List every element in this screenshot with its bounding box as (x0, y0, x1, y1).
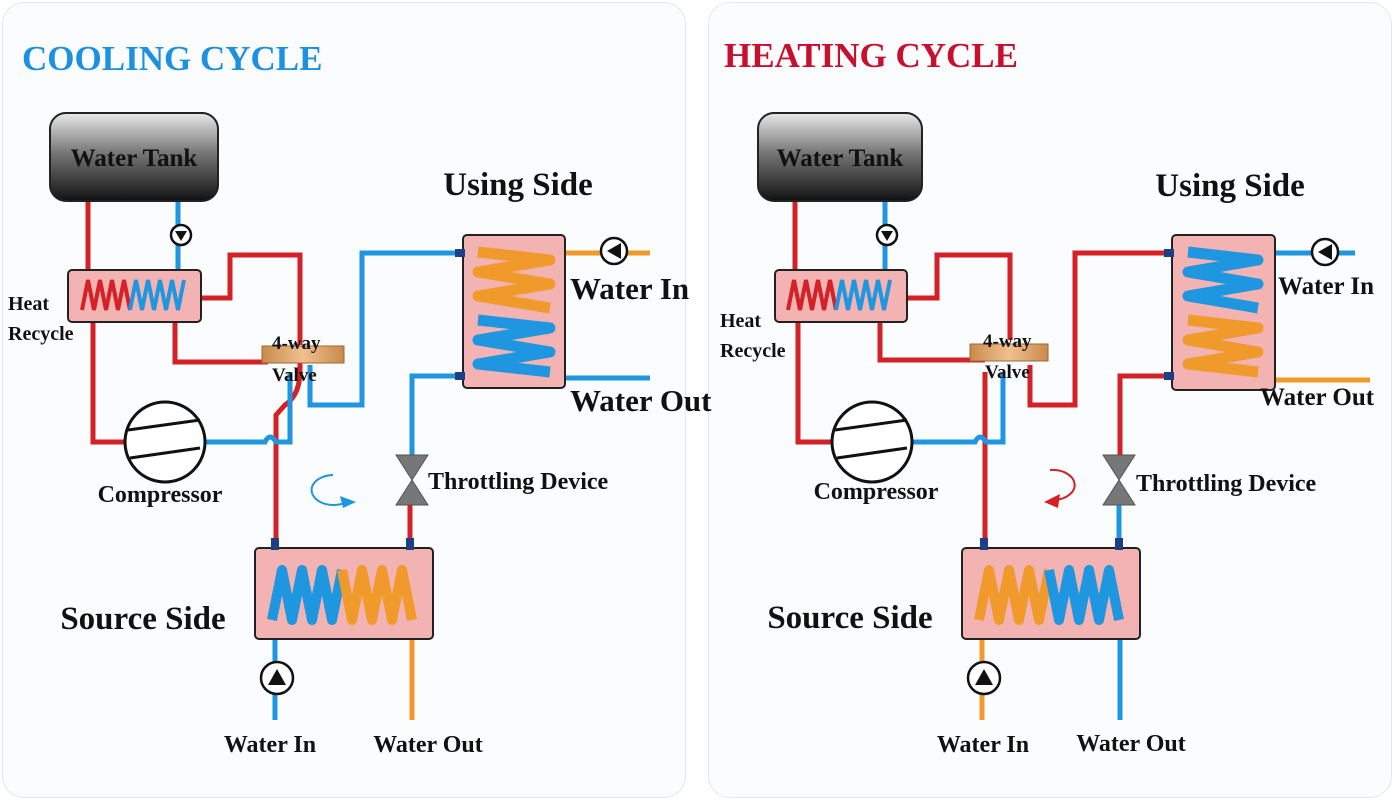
pipe (90, 322, 125, 445)
compressor-lines (834, 418, 908, 460)
pipe (1117, 373, 1172, 455)
using-side-label: Using Side (1155, 168, 1304, 204)
pipe (1027, 250, 1172, 408)
heat-recycle-label: Heat (720, 310, 761, 332)
heating-title: HEATING CYCLE (724, 36, 1018, 75)
cooling-title: COOLING CYCLE (22, 39, 322, 78)
pipe (907, 252, 1013, 340)
pump-arrow (175, 231, 187, 241)
water-tank-label: Water Tank (71, 145, 198, 172)
pipe (912, 372, 1006, 445)
pump-arrow (1318, 244, 1332, 260)
pipe (273, 360, 303, 548)
four-way-valve (969, 343, 1049, 362)
pump-arrow (975, 669, 993, 685)
source-side-label: Source Side (767, 600, 932, 636)
pipe-stub (406, 538, 414, 550)
orange-coil (472, 246, 556, 314)
pipe-stub (455, 249, 465, 257)
blue-coil (472, 314, 556, 378)
pipe-stub (980, 538, 988, 550)
source-water-out-label: Water Out (1076, 731, 1186, 757)
red-coil (786, 279, 838, 311)
orange-coil (1182, 314, 1264, 378)
heating-diagram: HEATING CYCLE Water Tank Heat (720, 36, 1375, 758)
heat-recycle-label: Recycle (8, 323, 74, 345)
compressor-icon (830, 400, 914, 484)
water-tank-label: Water Tank (777, 145, 904, 172)
water-tank (49, 112, 219, 202)
pipe-stub (455, 372, 465, 380)
flow-arrow-icon (310, 474, 351, 506)
blue-coil (128, 279, 186, 311)
orange-coil (337, 565, 417, 625)
blue-coil (834, 279, 892, 311)
four-way-valve (261, 345, 345, 364)
blue-coil (1044, 565, 1124, 625)
pipe-stub (1164, 372, 1174, 380)
pipe (877, 322, 985, 363)
red-coil (80, 279, 132, 311)
valve-label: Valve (272, 365, 317, 386)
pipe (795, 322, 832, 445)
using-side-label: Using Side (443, 167, 592, 203)
pipe (409, 373, 463, 455)
pipe (205, 372, 293, 445)
throttling-valve-icon (395, 454, 429, 506)
source-side-label: Source Side (60, 601, 225, 637)
using-water-in-label: Water In (1278, 273, 1374, 300)
valve-label: 4-way (272, 333, 321, 354)
pipe-stub (271, 538, 279, 550)
pipe (307, 250, 463, 408)
compressor-label: Compressor (98, 482, 223, 508)
using-water-in-label: Water In (570, 271, 689, 306)
throttling-label: Throttling Device (1136, 471, 1317, 497)
pipe (172, 322, 268, 365)
using-water-out-label: Water Out (1260, 384, 1375, 411)
pump-arrow (268, 669, 286, 685)
pump-arrow (607, 243, 621, 259)
pipe-stub (1115, 538, 1123, 550)
cooling-diagram: COOLING CYCLE Water Tank (8, 39, 712, 758)
source-water-out-label: Water Out (373, 732, 483, 758)
heat-recycle-label: Recycle (720, 340, 786, 362)
compressor-lines (127, 418, 201, 460)
source-water-in-label: Water In (937, 732, 1029, 758)
orange-coil (974, 565, 1054, 625)
pipe-stub (1164, 249, 1174, 257)
blue-coil (267, 565, 347, 625)
compressor-icon (123, 400, 207, 484)
blue-coil (1182, 246, 1264, 314)
throttling-label: Throttling Device (428, 469, 609, 495)
source-water-in-label: Water In (224, 732, 316, 758)
using-water-out-label: Water Out (570, 383, 712, 418)
flow-arrow-icon (1049, 468, 1076, 501)
valve-label: 4-way (983, 331, 1032, 352)
heat-recycle-label: Heat (8, 293, 49, 315)
pipe (200, 252, 303, 345)
flow-arrowhead (1044, 494, 1060, 508)
water-tank (757, 112, 923, 202)
flow-arrowhead (340, 496, 356, 508)
throttling-valve-icon (1102, 454, 1136, 506)
compressor-label: Compressor (814, 479, 939, 505)
valve-label: Valve (985, 362, 1030, 383)
pump-arrow (881, 231, 893, 241)
